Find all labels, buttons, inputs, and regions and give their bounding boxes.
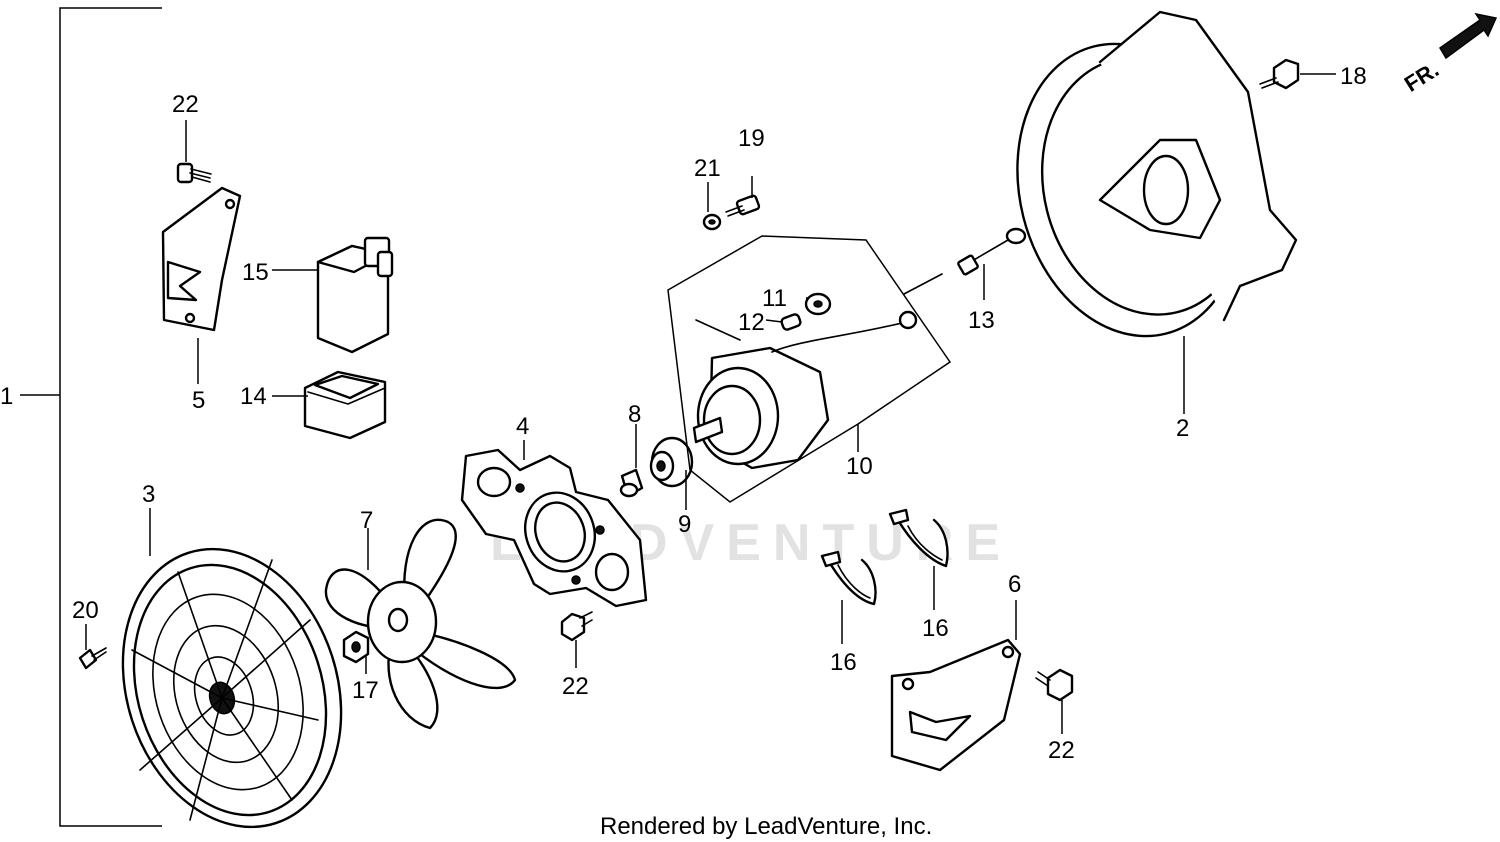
sleeve-12: [780, 313, 802, 331]
label-part-22-right: 22: [1048, 737, 1075, 764]
label-part-12: 12: [738, 309, 765, 336]
terminal-wire-13: [903, 227, 1027, 295]
hub-9: [649, 436, 694, 488]
label-part-22-top: 22: [172, 91, 199, 118]
grommet-11: [804, 292, 832, 316]
label-part-16-left: 16: [830, 649, 857, 676]
screw-20: [78, 647, 107, 670]
bolt-22-top: [176, 162, 212, 184]
label-part-21: 21: [694, 155, 721, 182]
clamp-16-right: [888, 508, 949, 568]
bolt-18: [1259, 58, 1300, 90]
label-part-2: 2: [1176, 415, 1189, 442]
bracket-5: [161, 186, 242, 332]
label-part-4: 4: [516, 413, 529, 440]
collar-8: [619, 468, 644, 498]
label-part-20: 20: [72, 597, 99, 624]
bolt-22-right: [1035, 668, 1074, 702]
footer-credit: Rendered by LeadVenture, Inc.: [600, 813, 932, 840]
fan-grille-3: [121, 547, 343, 829]
part-labels: 1 2 3 4 5 6 7 8 9 10 11 12 13 14 15 16 1…: [0, 63, 1367, 764]
label-part-18: 18: [1340, 63, 1367, 90]
label-part-10: 10: [846, 453, 873, 480]
fan-motor-10: [692, 310, 918, 470]
label-part-1: 1: [0, 383, 13, 410]
label-part-6: 6: [1008, 571, 1021, 598]
label-part-16-right: 16: [922, 615, 949, 642]
label-part-5: 5: [192, 387, 205, 414]
fan-shroud-2: [1016, 10, 1298, 338]
front-direction-indicator: FR.: [1400, 12, 1498, 97]
fan-blade-7: [324, 518, 517, 730]
relay-box-15: [316, 236, 394, 354]
label-part-9: 9: [678, 511, 691, 538]
label-part-22-middle: 22: [562, 673, 589, 700]
direction-label: FR.: [1400, 57, 1443, 97]
label-part-14: 14: [240, 383, 267, 410]
rubber-mount-14: [303, 370, 387, 440]
washer-21: [702, 213, 722, 231]
screw-19: [725, 194, 761, 217]
label-part-3: 3: [142, 481, 155, 508]
label-part-19: 19: [738, 125, 765, 152]
label-part-13: 13: [968, 307, 995, 334]
clamp-16-left: [820, 550, 877, 606]
motor-assembly-outline: [667, 235, 952, 503]
bracket-6: [890, 638, 1022, 772]
label-part-11: 11: [762, 285, 787, 312]
nut-17: [342, 630, 370, 664]
label-part-8: 8: [628, 401, 641, 428]
bolt-22-middle: [560, 611, 593, 642]
label-part-17: 17: [352, 677, 379, 704]
leader-lines: [85, 73, 1336, 734]
label-part-15: 15: [242, 259, 269, 286]
motor-bracket-4: [460, 448, 648, 608]
label-part-7: 7: [360, 507, 373, 534]
assembly-bracket: [20, 7, 162, 827]
